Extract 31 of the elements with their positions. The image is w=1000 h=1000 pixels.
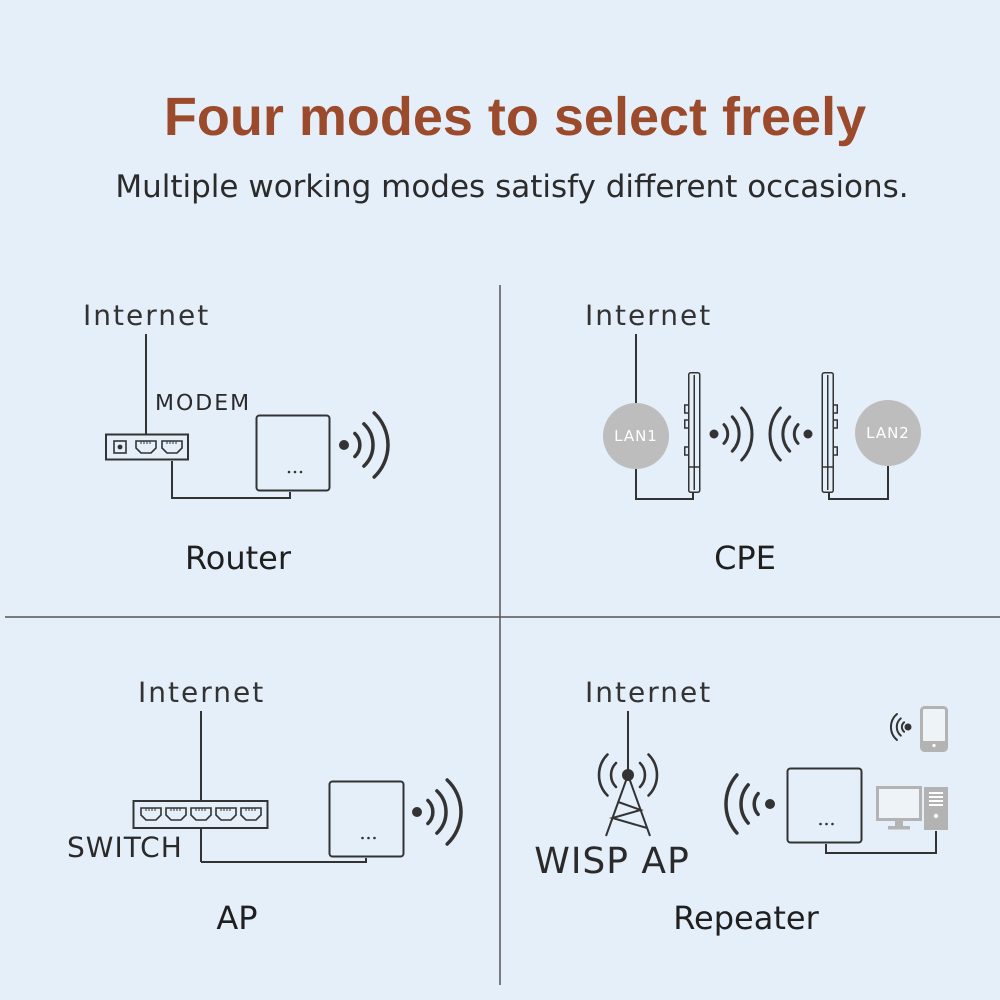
lan-node: LAN1 bbox=[603, 403, 669, 469]
cable-line bbox=[145, 334, 147, 391]
cpe-device bbox=[684, 372, 702, 493]
switch-label: SWITCH bbox=[67, 834, 183, 862]
lan-node: LAN2 bbox=[855, 400, 921, 466]
computer-icon bbox=[876, 786, 949, 831]
title: Four modes to select freely bbox=[164, 86, 866, 148]
mode-caption: AP bbox=[216, 898, 258, 938]
cable-line bbox=[635, 469, 694, 500]
cable-line bbox=[635, 334, 637, 403]
mode-caption: Repeater bbox=[673, 898, 819, 938]
subtitle: Multiple working modes satisfy different occasions. bbox=[115, 168, 909, 206]
mode-caption: Router bbox=[184, 538, 292, 578]
internet-label: Internet bbox=[585, 298, 711, 334]
cpe-device bbox=[820, 372, 838, 493]
router-device bbox=[786, 767, 863, 844]
modem-label: MODEM bbox=[155, 391, 252, 417]
internet-label: Internet bbox=[585, 675, 711, 711]
cable-line bbox=[825, 831, 937, 854]
mode-caption: CPE bbox=[714, 538, 776, 578]
cable-line bbox=[828, 466, 889, 500]
internet-label: Internet bbox=[138, 675, 264, 711]
router-device bbox=[255, 414, 331, 492]
tower-label: WISP AP bbox=[533, 842, 691, 882]
cable-line bbox=[171, 461, 291, 499]
internet-label: Internet bbox=[83, 298, 209, 334]
network-switch bbox=[67, 800, 270, 862]
cable-line bbox=[200, 711, 202, 800]
router-device bbox=[328, 780, 405, 858]
cable-line bbox=[627, 711, 629, 752]
cable-line bbox=[200, 858, 367, 863]
